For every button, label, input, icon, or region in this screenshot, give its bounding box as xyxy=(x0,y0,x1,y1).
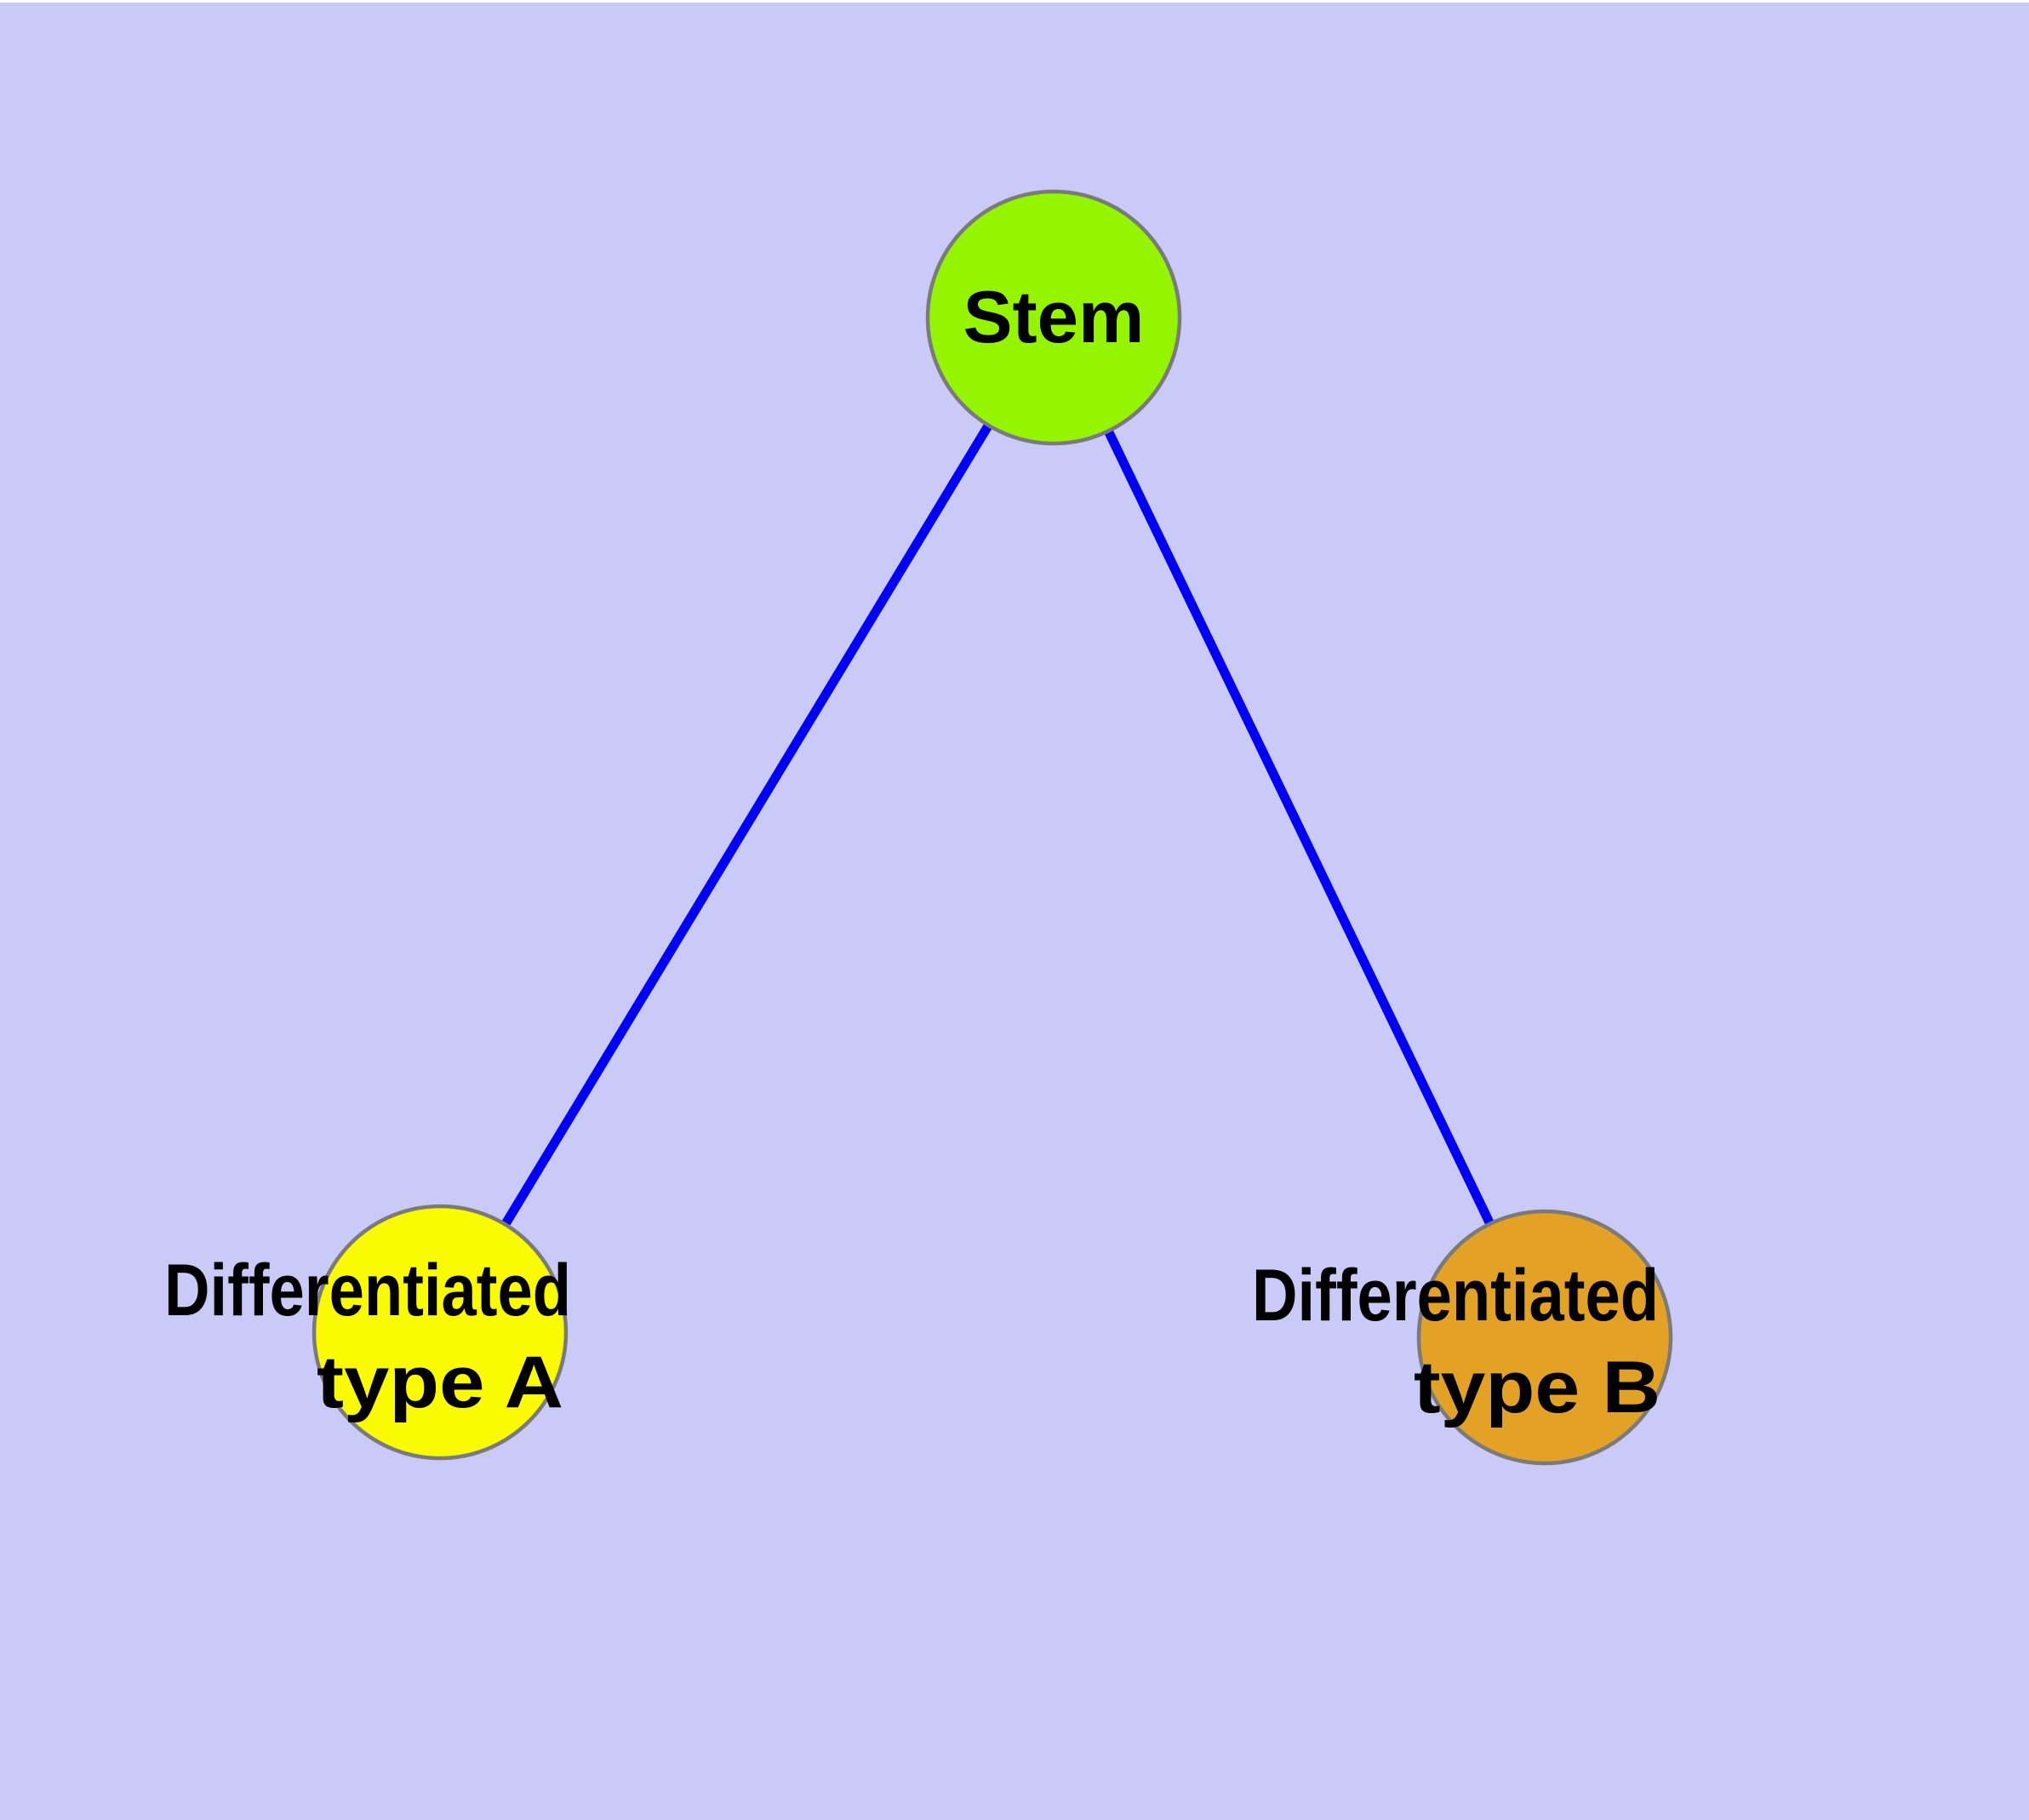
node-type-a-label-line2: type A xyxy=(317,1342,563,1423)
node-differentiated-type-b xyxy=(1416,1209,1673,1466)
node-type-a-label-line1: Differentiated xyxy=(164,1250,571,1331)
edge-stem-to-type-a xyxy=(436,315,1058,1335)
node-type-b-label-line2: type B xyxy=(1414,1347,1660,1428)
node-type-b-label-line1: Differentiated xyxy=(1252,1255,1659,1336)
node-stem xyxy=(925,189,1182,446)
node-differentiated-type-a xyxy=(311,1204,569,1461)
node-stem-label: Stem xyxy=(963,277,1145,358)
edge-stem-to-type-b xyxy=(1049,315,1549,1340)
